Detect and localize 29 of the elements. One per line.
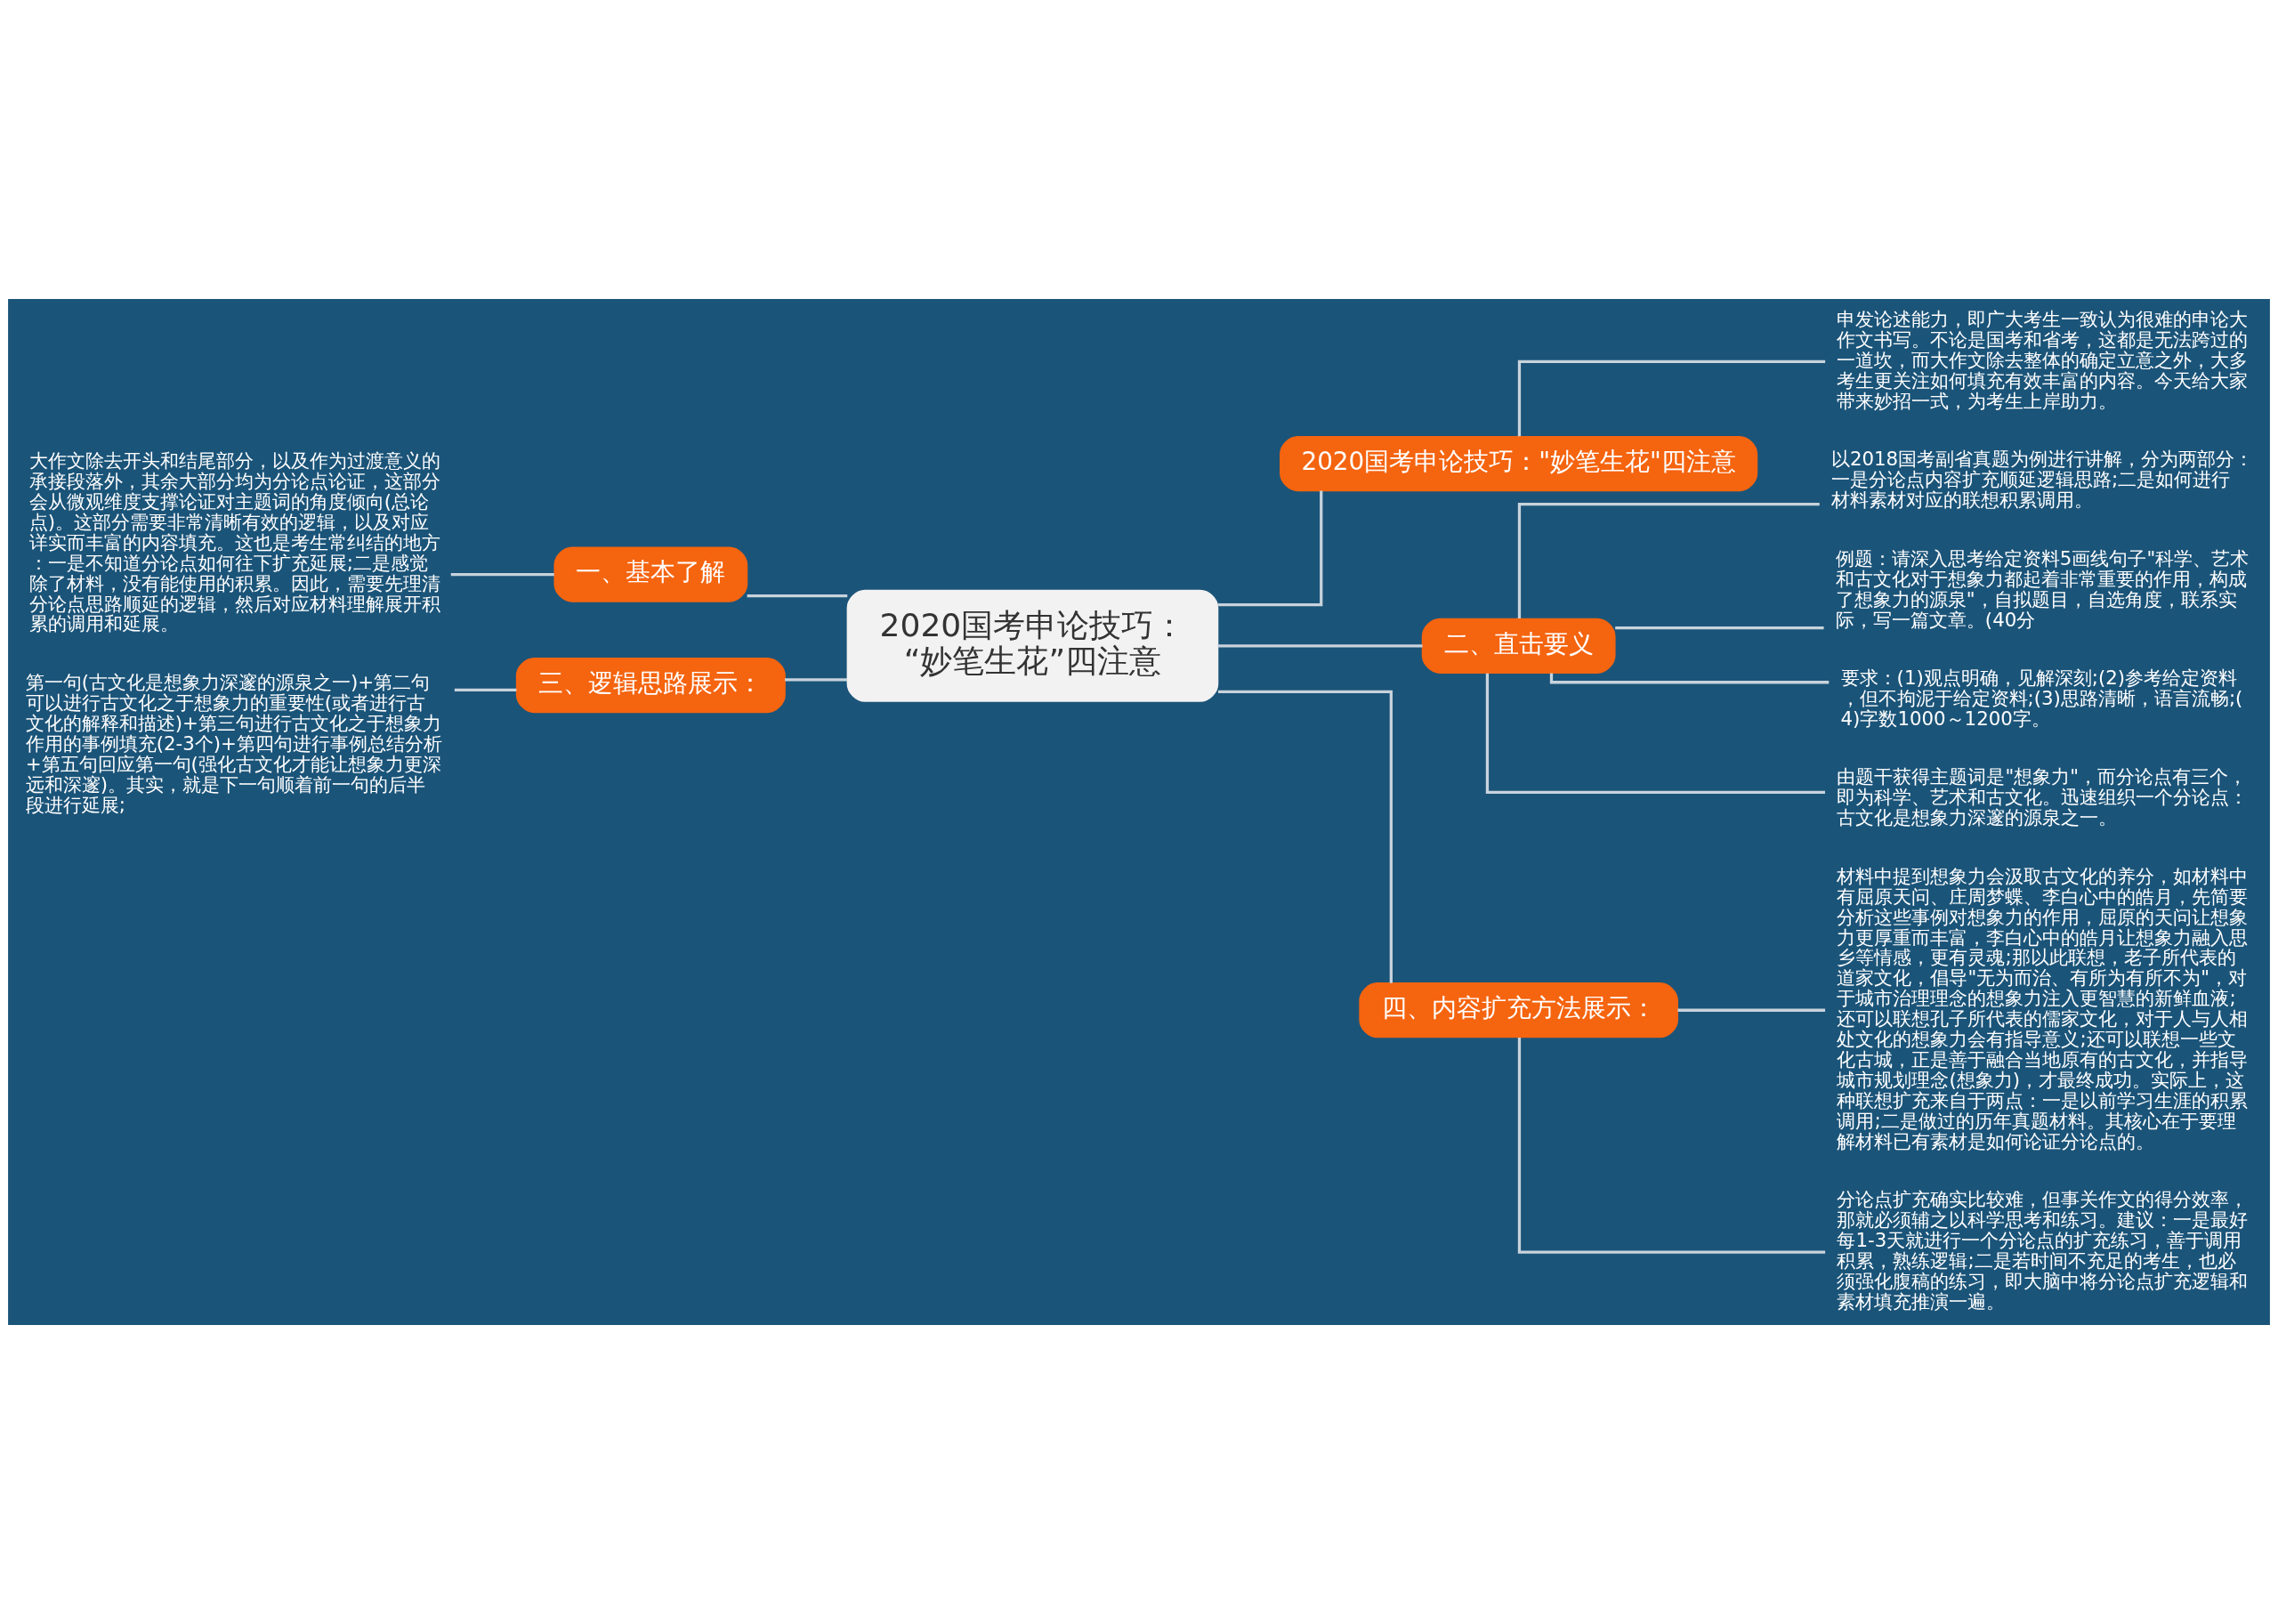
node-box: 三、逻辑思路展示： xyxy=(515,657,786,714)
node-text: 例题：请深入思考给定资料5画线句子"科学、艺术和古文化对于想象力都起着非常重要的作用，构成了想象力的源泉"，自拟题目，自选角度，联系实际，写一篇文章。(40分 xyxy=(1835,546,2250,631)
node-text: 由题干获得主题词是"想象力"，而分论点有三个，即为科学、艺术和古文化。迅速组织一个分论点：古文化是想象力深邃的源泉之一。 xyxy=(1837,765,2249,829)
connector xyxy=(747,594,848,598)
connector xyxy=(1217,644,1423,648)
node-text: 大作文除去开头和结尾部分，以及作为过渡意义的承接段落外，其余大部分均为分论点论证，这部分会从微观维度支撑论证对主题词的角度倾向(总论点)。这部分需要非常清晰有效的逻辑，以及对应详实而丰富的内容填充。这也是考生常纠结的地方：一是不知道分论点如何往下扩充延展;二是感觉除了材料，没有能使用的积累。因此，需要先理清分论点思路顺延的逻辑，然后对应材料理解展开积累的调用和延展。 xyxy=(28,449,440,635)
node-text: 要求：(1)观点明确，见解深刻;(2)参考给定资料，但不拘泥于给定资料;(3)思路清晰，语言流畅;(4)字数1000～1200字。 xyxy=(1840,667,2243,730)
connector xyxy=(454,688,517,691)
connector xyxy=(1517,1037,1826,1254)
node-text: 以2018国考副省真题为例进行讲解，分为两部分：一是分论点内容扩充顺延逻辑思路;二是如何进行材料素材对应的联想积累调用。 xyxy=(1830,448,2254,512)
connector xyxy=(785,678,848,682)
connector xyxy=(1677,1008,1826,1012)
connector xyxy=(1549,673,1830,684)
connector xyxy=(1485,673,1825,795)
connector xyxy=(450,572,554,577)
node-box: 2020国考申论技巧："妙笔生花"四注意 xyxy=(1280,435,1758,492)
connector xyxy=(1615,626,1824,630)
connector xyxy=(1217,690,1393,983)
connector xyxy=(1517,502,1820,619)
node-box: 四、内容扩充方法展示： xyxy=(1359,982,1678,1038)
node-text: 材料中提到想象力会汲取古文化的养分，如材料中有屈原天问、庄周梦蝶、李白心中的皓月，先简要分析这些事例对想象力的作用，屈原的天问让想象力更厚重而丰富，李白心中的皓月让想象力融入思乡等情感，更有灵魂;那以此联想，老子所代表的道家文化，倡导"无为而治、有所为有所不为"，对于城市治理理念的想象力注入更智慧的新鲜血液;还可以联想孔子所代表的儒家文化，对于人与人相处文化的想象力会有指导意义;还可以联想一些文化古城，正是善于融合当地原有的古文化，并指导城市规划理念(想象力)，才最终成功。实际上，这种联想扩充来自于两点：一是以前学习生涯的积累调用;二是做过的历年真题材料。其核心在于要理解材料已有素材是如何论证分论点的。 xyxy=(1837,864,2249,1152)
node-box: 一、基本了解 xyxy=(553,546,748,602)
node-text: 第一句(古文化是想象力深邃的源泉之一)+第二句可以进行古文化之于想象力的重要性(或者进行古文化的解释和描述)+第三句进行古文化之于想象力作用的事例填充(2-3个)+第四句进行事例总结分析+第五句回应第一句(强化古文化才能让想象力更深远和深邃)。其实，就是下一句顺着前一句的后半段进行延展; xyxy=(25,670,442,816)
node-text: 申发论述能力，即广大考生一致认为很难的申论大作文书写。不论是国考和省考，这都是无法跨过的一道坎，而大作文除去整体的确定立意之外，大多考生更关注如何填充有效丰富的内容。今天给大家带来妙招一式，为考生上岸助力。 xyxy=(1837,308,2249,412)
node-box: 二、直击要义 xyxy=(1421,618,1616,674)
connector xyxy=(1217,490,1323,607)
connector xyxy=(1517,360,1826,437)
node-box: 2020国考申论技巧：“妙笔生花”四注意 xyxy=(846,589,1219,702)
node-text: 分论点扩充确实比较难，但事关作文的得分效率，那就必须辅之以科学思考和练习。建议：一是最好每1-3天就进行一个分论点的扩充练习，善于调用积累，熟练逻辑;二是若时间不充足的考生，也必须强化腹稿的练习，即大脑中将分论点扩充逻辑和素材填充推演一遍。 xyxy=(1837,1188,2249,1313)
